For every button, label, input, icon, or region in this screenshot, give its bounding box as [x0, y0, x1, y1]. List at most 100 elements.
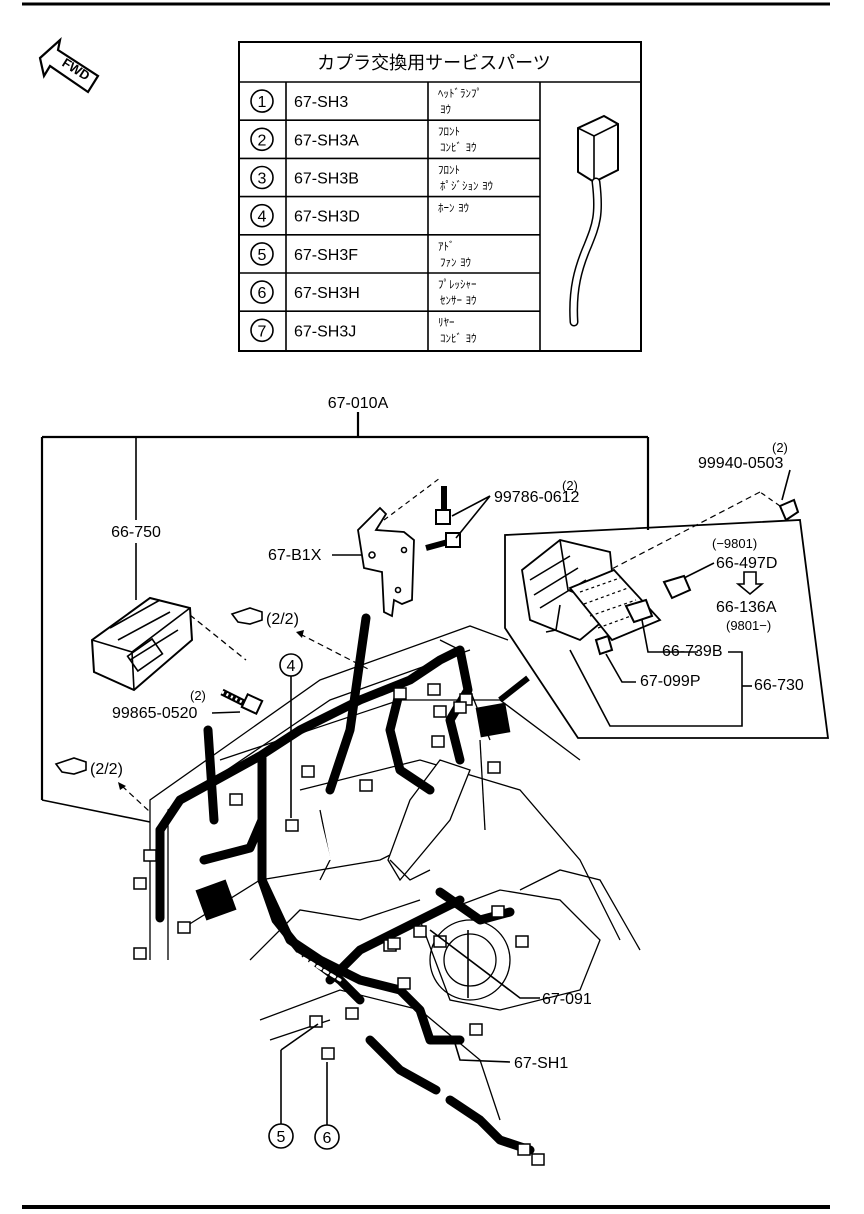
connector-square — [285, 819, 299, 832]
connector-square — [393, 687, 407, 700]
label-66-497d: 66-497D — [716, 555, 777, 572]
table-title: カプラ交換用サービスパーツ — [317, 53, 551, 74]
row-description-line: ﾎﾟｼﾞｼｮﾝ ﾖｳ — [440, 179, 493, 192]
row-part-code: 67-SH3J — [294, 323, 356, 340]
row-description-line: ﾍｯﾄﾞﾗﾝﾌﾟ — [438, 87, 482, 100]
ref-upper-label: (2/2) — [266, 611, 299, 628]
callout-4: 4 — [279, 653, 303, 818]
leader-67-091: 67-091 — [429, 929, 592, 1008]
leader-67-sh1: 67-SH1 — [453, 1039, 568, 1072]
row-number: 3 — [258, 171, 267, 188]
row-description-line: ｱﾄﾞ — [438, 240, 455, 253]
connector-square — [301, 765, 315, 778]
service-parts-table: カプラ交換用サービスパーツ 1 67-SH3 ﾍｯﾄﾞﾗﾝﾌﾟ ﾖｳ 2 67-SH3A ﾌ… — [238, 41, 642, 352]
table-row: 2 67-SH3A ﾌﾛﾝﾄ ｺﾝﾋﾞ ﾖｳ — [250, 125, 477, 154]
connector-square — [229, 793, 243, 806]
fwd-arrow-icon: FWD — [38, 36, 100, 94]
row-number: 6 — [258, 285, 267, 302]
row-number-circle — [250, 318, 274, 343]
callout-6: 6 — [314, 1062, 340, 1150]
callout-5: 5 — [268, 1023, 319, 1149]
row-description-line: ﾌﾛﾝﾄ — [438, 163, 460, 176]
connector-square — [491, 905, 505, 918]
connector-square — [143, 849, 157, 862]
row-description-line: ｺﾝﾋﾞ ﾖｳ — [440, 332, 477, 345]
pointing-hand-icon — [230, 607, 263, 625]
label-99865-qty: (2) — [190, 688, 206, 703]
fuse-block-66-750: 66-750 — [90, 524, 247, 692]
row-number-circle — [250, 89, 274, 113]
main-harness-bracket: 67-010A — [40, 395, 650, 823]
connector-square — [433, 705, 447, 718]
connector-square — [359, 779, 373, 792]
label-67-091: 67-091 — [542, 991, 592, 1008]
connector-square — [515, 935, 529, 948]
label-99786-qty: (2) — [562, 478, 578, 493]
connector-square — [345, 1007, 359, 1020]
table-row: 3 67-SH3B ﾌﾛﾝﾄ ﾎﾟｼﾞｼｮﾝ ﾖｳ — [250, 163, 493, 192]
row-description-line: ﾌｧﾝ ﾖｳ — [440, 256, 471, 269]
connector-square — [309, 1015, 323, 1028]
row-number-circle — [250, 127, 274, 152]
label-66-730: 66-730 — [754, 677, 804, 694]
connector-square — [387, 937, 401, 950]
row-part-code: 67-SH3B — [294, 171, 359, 188]
row-number: 1 — [258, 94, 267, 111]
row-description-line: ﾎｰﾝ ﾖｳ — [438, 202, 469, 215]
row-description-line: ｾﾝｻｰ ﾖｳ — [440, 294, 477, 307]
label-66-750: 66-750 — [111, 524, 161, 541]
row-description-line: ｺﾝﾋﾞ ﾖｳ — [440, 141, 477, 154]
ref-left-label: (2/2) — [90, 761, 123, 778]
connector-square — [453, 701, 467, 714]
wiring-harness — [155, 613, 535, 1155]
label-67-b1x: 67-B1X — [268, 547, 322, 564]
row-number: 5 — [258, 247, 267, 264]
connector-square — [413, 925, 427, 938]
connector-square — [517, 1143, 531, 1156]
pointing-hand-icon — [54, 757, 87, 775]
label-67-010a: 67-010A — [328, 395, 389, 412]
reference-left: (2/2) — [54, 757, 151, 813]
row-part-code: 67-SH3A — [294, 132, 359, 149]
row-part-code: 67-SH3H — [294, 285, 360, 302]
connector-square — [431, 735, 445, 748]
connector-square — [133, 877, 147, 890]
connector-square — [487, 761, 501, 774]
connector-square — [469, 1023, 483, 1036]
label-66-136a: 66-136A — [716, 599, 777, 616]
label-99940-0503: 99940-0503 — [698, 455, 784, 472]
harness-connectors — [133, 683, 545, 1166]
callout-5-label: 5 — [277, 1129, 286, 1146]
junction-box-group: (2) 99940-0503 (−9801) 66-497D 66-136A (… — [504, 440, 830, 739]
row-number: 2 — [258, 132, 267, 149]
connector-square — [397, 977, 411, 990]
row-part-code: 67-SH3D — [294, 209, 360, 226]
row-description-line: ﾖｳ — [440, 103, 451, 116]
arrow-down-icon — [735, 571, 765, 596]
table-row: 1 67-SH3 ﾍｯﾄﾞﾗﾝﾌﾟ ﾖｳ — [250, 87, 482, 116]
callout-4-label: 4 — [287, 658, 296, 675]
row-number: 7 — [258, 323, 267, 340]
label-9801-prefix: (−9801) — [712, 536, 757, 551]
label-9801-suffix: (9801−) — [726, 618, 771, 633]
label-99865-0520: 99865-0520 — [112, 705, 198, 722]
callout-6-label: 6 — [323, 1130, 332, 1147]
table-row: 4 67-SH3D ﾎｰﾝ ﾖｳ — [250, 202, 469, 228]
row-part-code: 67-SH3 — [294, 94, 348, 111]
label-67-sh1: 67-SH1 — [514, 1055, 568, 1072]
row-number: 4 — [258, 209, 267, 226]
connector-square — [531, 1153, 545, 1166]
row-number-circle — [250, 203, 274, 228]
connector-square — [321, 1047, 335, 1060]
row-description-line: ﾌﾛﾝﾄ — [438, 125, 460, 138]
row-part-code: 67-SH3F — [294, 247, 358, 264]
row-number-circle — [250, 165, 274, 190]
connector-illustration — [569, 114, 619, 327]
label-99940-qty: (2) — [772, 440, 788, 455]
connector-square — [177, 921, 191, 934]
bolt-99865-0520: (2) 99865-0520 — [112, 688, 264, 722]
connector-square — [133, 947, 147, 960]
